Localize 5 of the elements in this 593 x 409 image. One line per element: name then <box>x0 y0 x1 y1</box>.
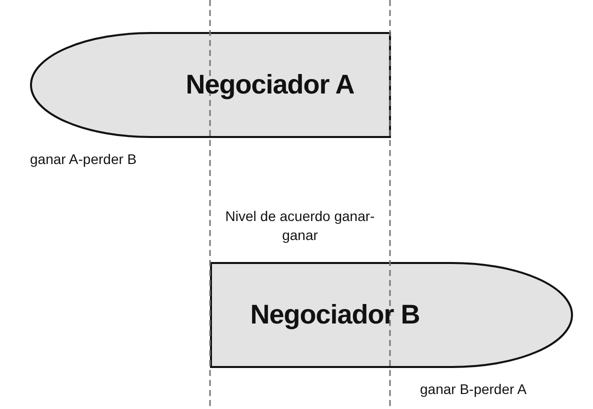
zone-label: Nivel de acuerdo ganar-ganar <box>224 207 376 245</box>
zone-label: ganar B-perder A <box>420 380 528 399</box>
negotiator-label: Negociador A <box>186 70 354 100</box>
zone-label: ganar A-perder B <box>30 150 138 169</box>
negotiator-label: Negociador B <box>250 300 420 330</box>
